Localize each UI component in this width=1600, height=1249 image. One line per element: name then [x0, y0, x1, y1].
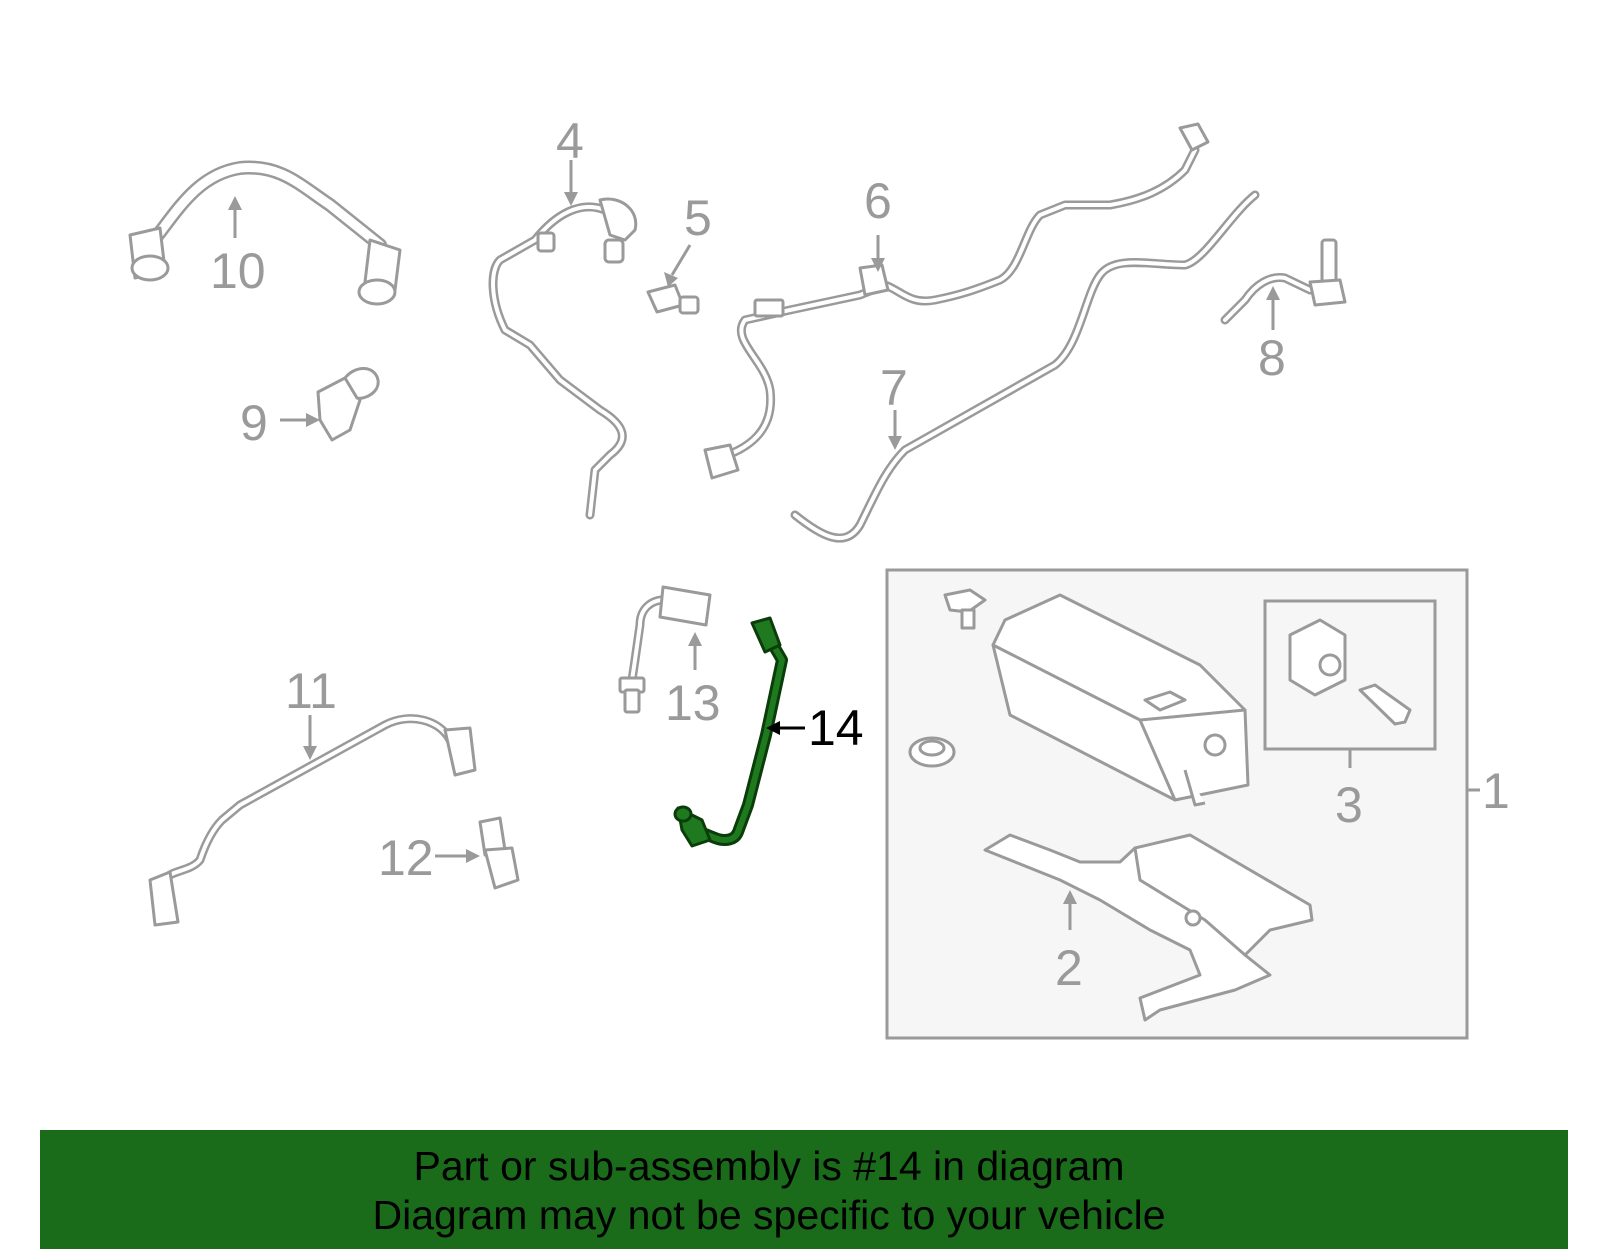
arrow-11 [303, 746, 317, 760]
part-4-tube[interactable] [488, 197, 638, 520]
callout-10: 10 [210, 243, 266, 299]
callout-14: 14 [808, 700, 864, 756]
info-banner: Part or sub-assembly is #14 in diagram D… [40, 1130, 1568, 1249]
arrow-5 [664, 272, 678, 287]
arrow-12 [466, 849, 480, 863]
part-13-sensor[interactable] [618, 585, 712, 714]
callout-1: 1 [1482, 763, 1510, 819]
callout-11: 11 [285, 663, 337, 719]
arrow-7 [888, 436, 902, 450]
part-9-valve[interactable] [316, 367, 380, 442]
leader-5 [670, 244, 692, 276]
part-1-canister[interactable] [943, 588, 1250, 807]
part-3-valve[interactable] [1288, 618, 1412, 726]
arrow-8 [1266, 286, 1280, 300]
part-1-grommet [908, 736, 956, 768]
banner-line-2: Diagram may not be specific to your vehi… [372, 1192, 1166, 1238]
part-11-hose[interactable] [148, 714, 477, 927]
part-10-hose[interactable] [128, 160, 402, 306]
callout-3: 3 [1335, 777, 1363, 833]
part-8-hose[interactable] [1220, 238, 1347, 325]
callout-5: 5 [684, 190, 712, 246]
callout-2: 2 [1055, 940, 1083, 996]
part-5-connector[interactable] [646, 283, 700, 315]
banner-line-1: Part or sub-assembly is #14 in diagram [413, 1143, 1125, 1189]
part-12-fitting[interactable] [478, 816, 520, 890]
callout-12: 12 [378, 830, 434, 886]
part-6-tube[interactable] [703, 122, 1210, 480]
callout-4: 4 [556, 113, 584, 169]
arrow-4 [564, 192, 578, 206]
arrow-10 [228, 196, 242, 210]
callout-7: 7 [880, 360, 908, 416]
part-7-tube[interactable] [790, 190, 1260, 543]
arrow-9 [306, 413, 320, 427]
callout-13: 13 [665, 675, 721, 731]
callout-8: 8 [1258, 330, 1286, 386]
arrow-14 [766, 721, 780, 735]
part-14-sensor-highlighted[interactable] [673, 616, 788, 848]
callout-6: 6 [864, 173, 892, 229]
arrow-13 [688, 632, 702, 646]
arrow-6 [871, 258, 885, 272]
part-2-bracket[interactable] [983, 833, 1314, 1022]
callout-9: 9 [240, 395, 268, 451]
arrow-2 [1063, 890, 1077, 904]
